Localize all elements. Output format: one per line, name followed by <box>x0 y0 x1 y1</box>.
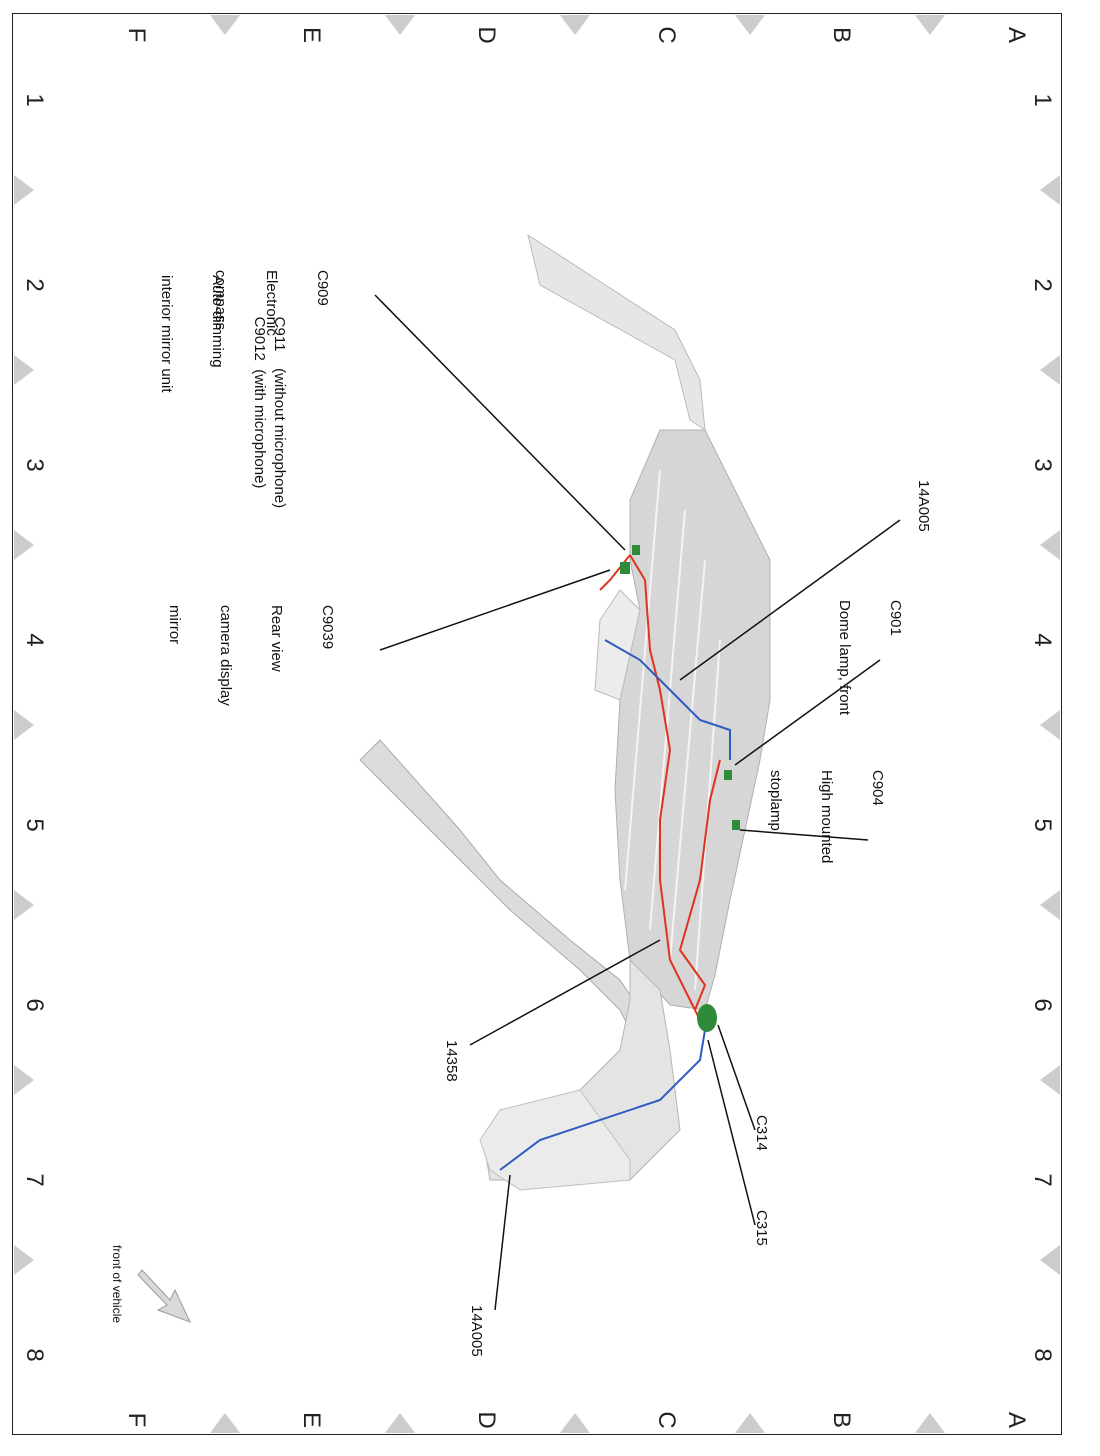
label-14358: 14358 <box>443 1040 460 1082</box>
label-c314: C314 <box>753 1115 770 1151</box>
connector-c904 <box>732 820 740 830</box>
mirror-line2: interior mirror unit <box>158 275 175 393</box>
frame-marker <box>915 1413 945 1433</box>
frame-marker <box>385 15 415 35</box>
roof-rib <box>624 469 661 891</box>
c904-line2: stoplamp <box>767 770 784 831</box>
frame-marker <box>560 15 590 35</box>
leader-c904 <box>739 829 869 841</box>
frame-marker <box>385 1413 415 1433</box>
frame-marker <box>1040 175 1060 205</box>
harness-blue-top <box>604 639 731 760</box>
frame-marker <box>1040 1245 1060 1275</box>
c9039-line1: Rear view <box>268 605 285 672</box>
frame-marker <box>915 15 945 35</box>
frame-marker <box>14 175 34 205</box>
a-pillar <box>527 233 706 432</box>
leader-c314 <box>717 1024 756 1131</box>
windshield-opening <box>594 589 641 701</box>
connector-c901 <box>724 770 732 780</box>
frame-marker <box>1040 355 1060 385</box>
c904-code: C904 <box>869 770 886 806</box>
frame-marker <box>14 890 34 920</box>
label-c901: C901 Dome lamp, front <box>802 600 938 715</box>
frame-marker <box>735 1413 765 1433</box>
c9039-code: C9039 <box>319 605 336 650</box>
frame-marker <box>560 1413 590 1433</box>
c9039-line2: camera display <box>217 605 234 706</box>
c901-line1: Dome lamp, front <box>836 600 853 716</box>
frame-markers <box>14 15 1060 1433</box>
frame-marker <box>1040 1065 1060 1095</box>
front-arrow-shape <box>137 1269 191 1323</box>
label-c904: C904 High mounted stoplamp <box>733 770 920 863</box>
roof-rib <box>649 509 686 931</box>
harness-14a005-red <box>629 554 706 1031</box>
leader-c909 <box>374 294 626 551</box>
c904-line1: High mounted <box>818 770 835 864</box>
frame-marker <box>1040 890 1060 920</box>
label-c315: C315 <box>753 1210 770 1246</box>
frame-marker <box>14 710 34 740</box>
frame-marker <box>735 15 765 35</box>
roof-structure <box>359 233 771 1191</box>
arrow-up-right-icon <box>137 1269 191 1323</box>
label-14a005-bottom: 14A005 <box>468 1305 485 1357</box>
frame-marker <box>14 355 34 385</box>
leader-c315 <box>707 1039 756 1226</box>
leader-14358 <box>469 939 661 1046</box>
leader-c901 <box>734 659 881 766</box>
connectors <box>620 545 740 1032</box>
frame-marker <box>1040 710 1060 740</box>
frame-marker <box>210 15 240 35</box>
c901-code: C901 <box>887 600 904 636</box>
frame-marker <box>210 1413 240 1433</box>
leader-14a005-bottom <box>494 1174 511 1311</box>
c909-code: C909 <box>314 270 331 306</box>
connector-c9039 <box>620 562 630 574</box>
label-mirror: Auto-dimming interior mirror unit <box>124 275 260 393</box>
label-c9039: C9039 Rear view camera display mirror <box>132 605 370 706</box>
frame-marker <box>14 1245 34 1275</box>
connector-c909 <box>632 545 640 555</box>
frame-marker <box>1040 530 1060 560</box>
frame-marker <box>14 1065 34 1095</box>
leader-14a005-top <box>679 519 901 681</box>
c9039-line3: mirror <box>166 605 183 645</box>
roof-rib <box>669 559 706 961</box>
label-front-of-vehicle: front of vehicle <box>110 1245 124 1324</box>
harness-14358-red <box>678 759 721 1011</box>
label-14a005-top: 14A005 <box>915 480 932 532</box>
mirror-line1: Auto-dimming <box>209 275 226 368</box>
leader-lines <box>374 294 901 1311</box>
rear-lower-panel <box>479 1089 631 1191</box>
leader-c9039 <box>379 569 611 651</box>
frame-marker <box>14 530 34 560</box>
connector-c314-c315 <box>697 1004 717 1032</box>
